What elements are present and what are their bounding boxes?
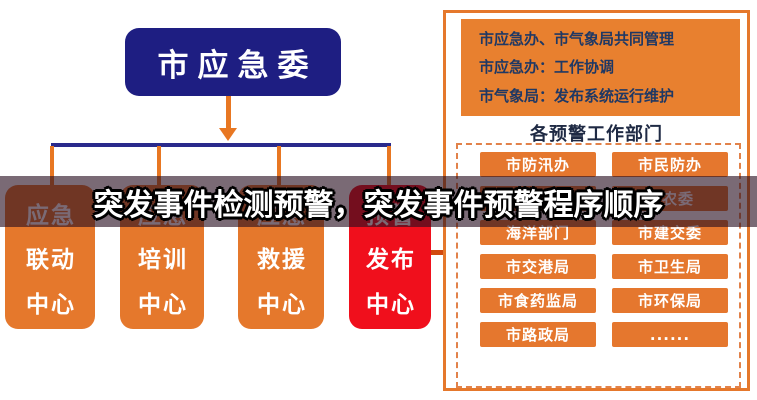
center-box-line: 中心 [26,291,76,318]
departments-row: 市防汛办 市民防办 [480,152,739,177]
management-info-line-2: 市应急办：工作协调 [479,58,615,76]
tree-connector-drop-3 [277,146,281,186]
dept-cell-weishengju: 市卫生局 [612,254,728,279]
departments-row: 市路政局 ...... [480,322,739,347]
dept-cell-huanbaoju: 市环保局 [612,288,728,313]
center-box-line: 中心 [366,291,416,318]
center-box-line: 救援 [257,247,307,273]
management-info-line-3: 市气象局：发布系统运行维护 [479,86,675,105]
center-box-line: 中心 [138,291,188,318]
dept-cell-ellipsis: ...... [612,322,728,347]
dept-cell-jiaogangju: 市交港局 [480,254,596,279]
departments-row: 市食药监局 市环保局 [480,288,739,313]
management-info-box: 市应急办、市气象局共同管理 市应急办：工作协调 市气象局：发布系统运行维护 [461,19,740,116]
departments-row: 市交港局 市卫生局 [480,254,739,279]
title-banner-text: 突发事件检测预警，突发事件预警程序顺序 [93,187,664,223]
down-arrow-icon [226,96,231,129]
dept-cell-minfangban: 市民防办 [612,152,728,177]
tree-connector-drop-4 [387,146,391,186]
down-arrowhead-icon [219,128,237,141]
center-box-line: 发布 [366,247,416,273]
dept-cell-shiyaojianju: 市食药监局 [480,288,596,313]
dept-cell-fangxunban: 市防汛办 [480,152,596,177]
management-info-line-1: 市应急办、市气象局共同管理 [479,29,675,48]
tree-connector-drop-1 [50,146,54,186]
org-root-box: 市应急委 [125,28,341,96]
center-box-line: 培训 [138,247,188,273]
title-banner: 突发事件检测预警，突发事件预警程序顺序 [0,176,757,227]
departments-section-title: 各预警工作部门 [530,124,663,145]
dept-cell-luzhengju: 市路政局 [480,322,596,347]
center-box-line: 中心 [257,291,307,318]
center-box-line: 联动 [26,247,76,273]
org-root-label: 市应急委 [157,47,318,84]
tree-connector-drop-2 [157,146,161,186]
tree-connector-line [51,143,391,147]
